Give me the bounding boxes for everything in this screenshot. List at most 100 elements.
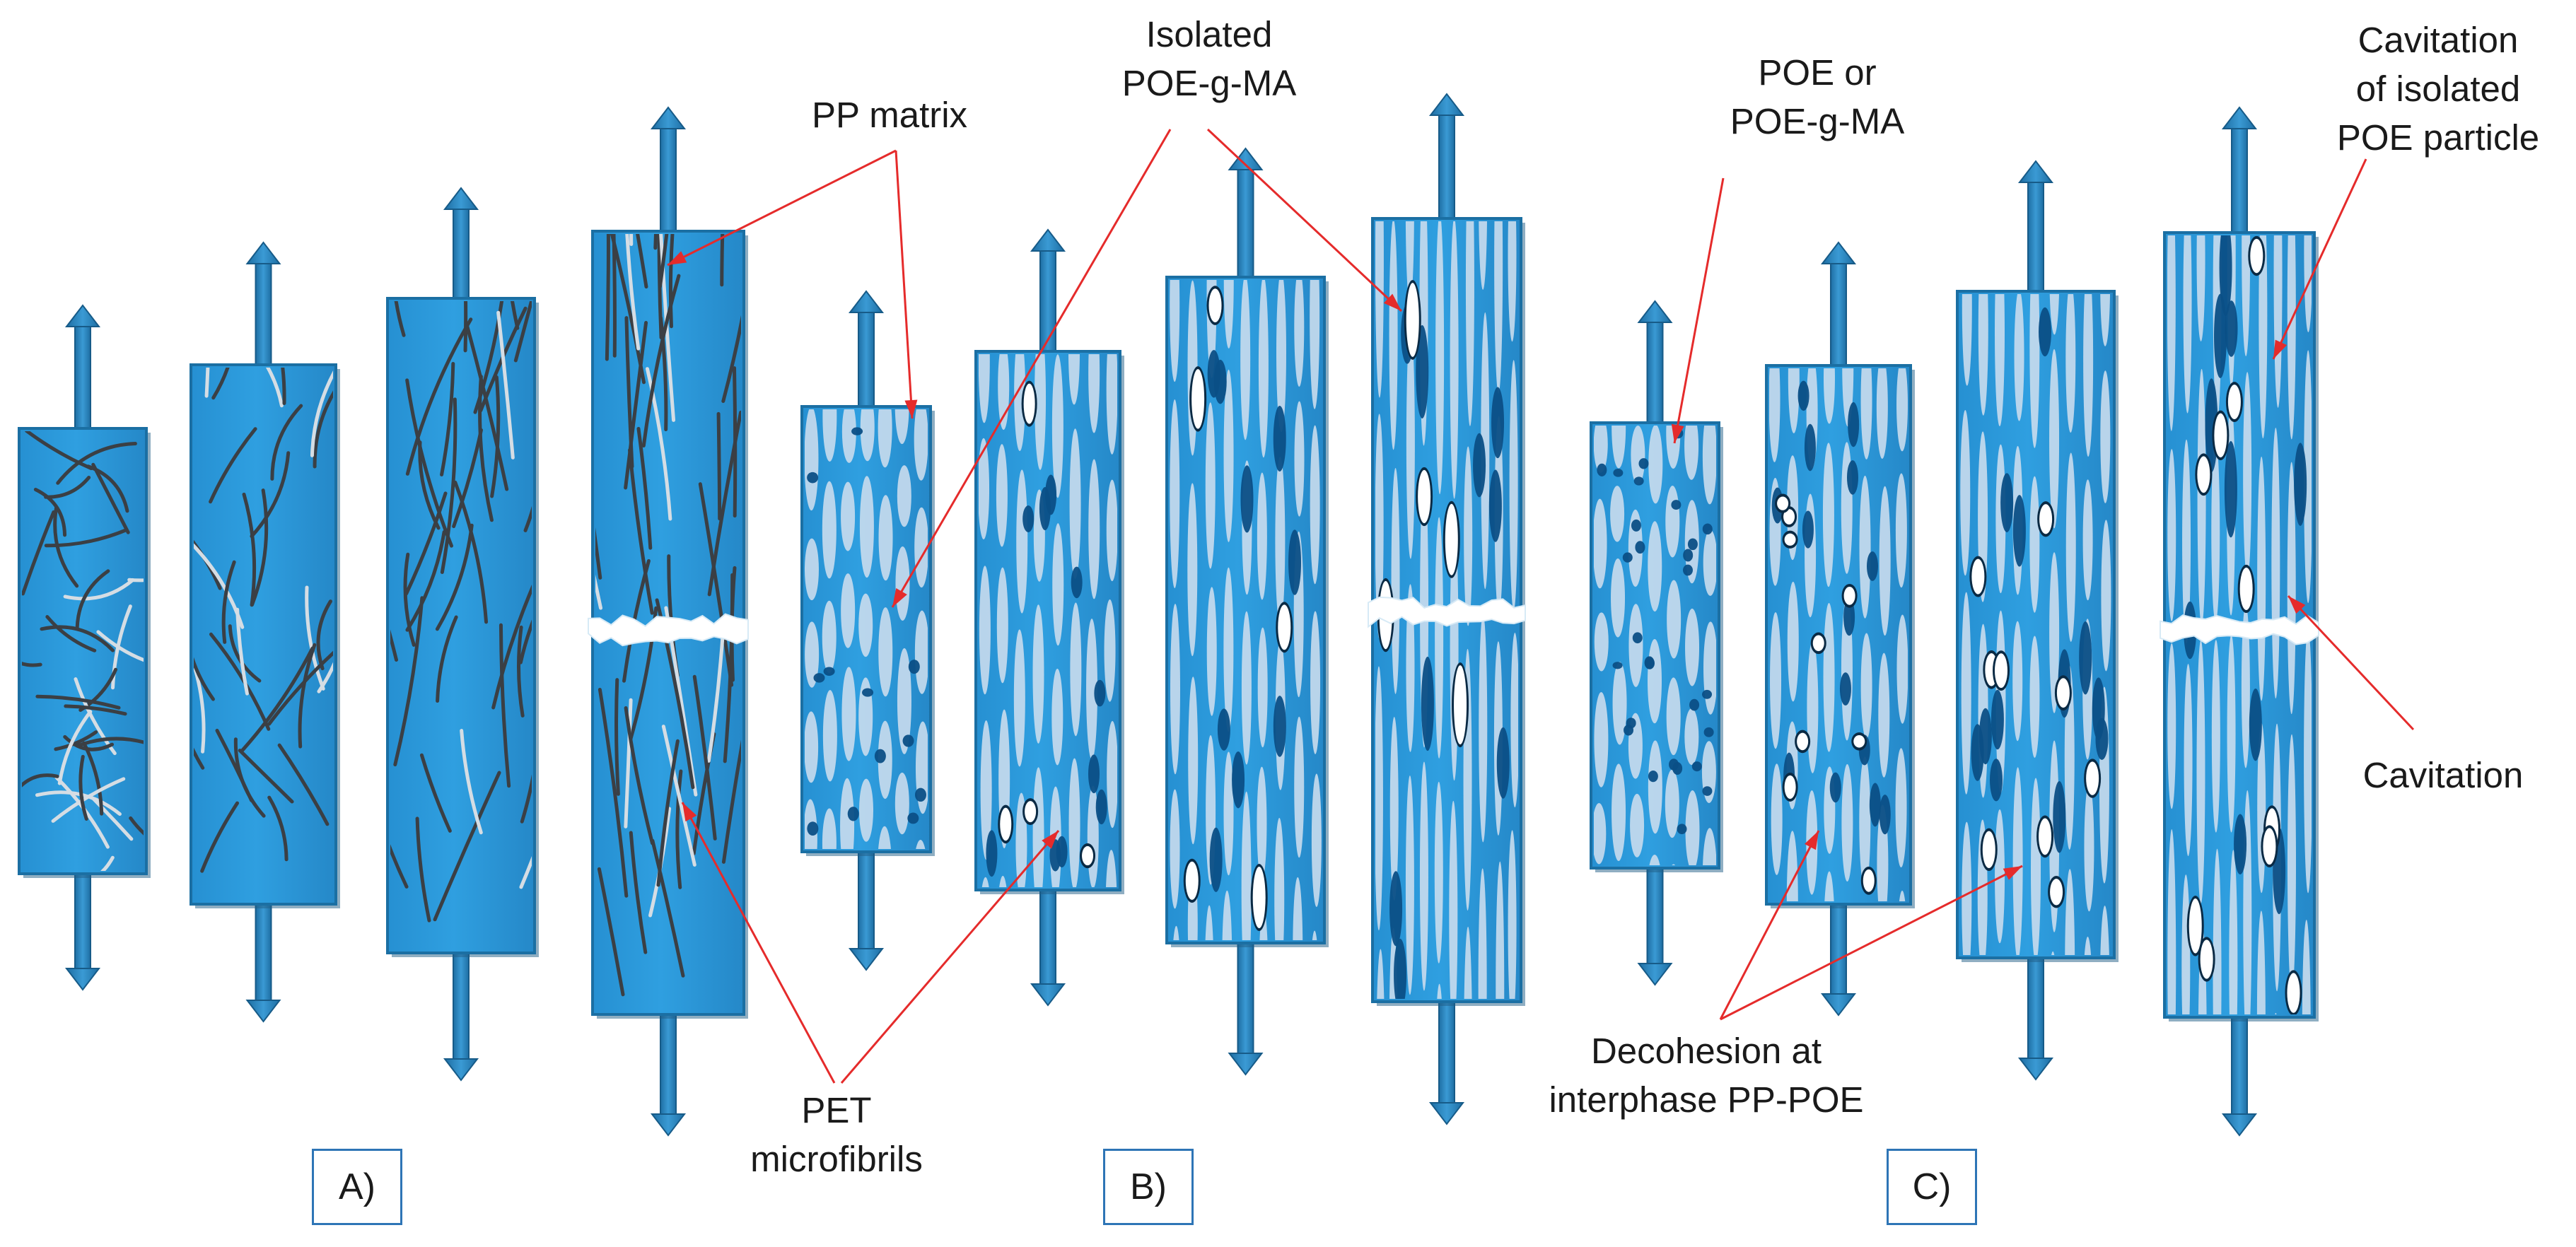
pet-fiber [240, 646, 315, 752]
arrow-shaft [858, 851, 875, 951]
pet-microfibril [1070, 602, 1082, 737]
pet-microfibril [996, 567, 1008, 684]
label-cavitation-text: Cavitation [2362, 755, 2524, 795]
pet-microfibril [1962, 294, 1972, 386]
pet-microfibril [1206, 587, 1217, 716]
arrow-head [2221, 1113, 2258, 1137]
cavity-void [1994, 653, 2007, 689]
pointer-lines [667, 128, 2415, 1084]
pet-fiber [100, 855, 115, 871]
poe-particle [1049, 839, 1061, 872]
pet-fiber [298, 643, 317, 749]
label-line: of isolated [2355, 69, 2521, 109]
pet-microfibril [2167, 235, 2176, 431]
arrow-head [1637, 963, 1673, 986]
tensile-arrow-up [1030, 228, 1066, 352]
pet-fiber [721, 315, 741, 403]
pet-fiber [204, 368, 210, 398]
arrow-head [1637, 300, 1673, 323]
specimen-c3 [1956, 290, 2119, 962]
cavity-void [1406, 283, 1419, 357]
pet-fiber [33, 487, 67, 537]
pet-microfibril [1630, 793, 1645, 857]
pet-microfibril [2049, 294, 2059, 335]
poe-particle [1612, 662, 1623, 669]
tensile-arrow-down [1030, 889, 1066, 1007]
label-cavitation: Cavitation [2363, 751, 2524, 800]
pet-microfibril [878, 409, 892, 468]
pet-microfibril [1649, 855, 1660, 865]
pet-microfibril [841, 481, 856, 551]
label-line: Decohesion at [1590, 1031, 1822, 1071]
pet-microfibril [1481, 312, 1490, 590]
pet-fiber [499, 623, 511, 788]
pet-microfibril [2084, 783, 2094, 912]
poe-particle [2249, 688, 2262, 761]
poe-particle [823, 667, 835, 677]
pet-microfibril [822, 481, 837, 579]
pet-microfibril [805, 538, 819, 601]
pet-microfibril [1960, 409, 1971, 576]
poe-particle [1217, 708, 1230, 751]
poe-particle [1644, 656, 1655, 669]
pet-microfibril [2049, 552, 2060, 713]
pet-microfibril [1106, 354, 1117, 455]
specimen-morphology [390, 301, 532, 923]
cavity-void [1025, 801, 1037, 823]
pet-fiber [661, 725, 697, 867]
pet-microfibril [1823, 603, 1835, 752]
arrow-shaft [2027, 957, 2044, 1060]
pet-microfibril [1896, 614, 1908, 724]
pet-microfibril [1594, 498, 1607, 589]
poe-particle [1648, 771, 1658, 783]
pet-microfibril [822, 409, 837, 462]
pet-microfibril [1594, 612, 1609, 672]
pet-microfibril [1824, 871, 1834, 901]
pet-microfibril [2196, 235, 2205, 341]
pet-microfibril [1895, 473, 1907, 588]
pet-microfibril [1786, 831, 1798, 901]
pet-fiber [478, 375, 494, 522]
poe-particle [1702, 523, 1713, 535]
pet-fiber [92, 797, 134, 841]
cavity-void [2287, 973, 2300, 1013]
pet-fiber [45, 615, 97, 652]
pet-microfibril [2287, 462, 2296, 715]
pet-fiber [394, 301, 406, 337]
pet-microfibril [1051, 668, 1063, 766]
pet-microfibril [1508, 221, 1517, 342]
specimen-c2 [1765, 364, 1915, 908]
cavity-void [1812, 635, 1824, 652]
arrow-head [2017, 160, 2054, 183]
pet-fiber [628, 448, 654, 615]
pet-microfibril [1294, 280, 1305, 387]
pet-fiber [436, 615, 458, 703]
arrow-shaft [1646, 320, 1664, 423]
pointer-line [840, 830, 1060, 1084]
poe-particle [902, 734, 914, 747]
pet-microfibril [2229, 850, 2238, 1014]
pet-microfibril [1665, 769, 1679, 838]
pet-microfibril [2084, 937, 2092, 955]
pet-microfibril [1648, 426, 1663, 504]
arrow-head [1428, 1102, 1465, 1125]
cavity-void [1278, 604, 1291, 650]
poe-particle [1022, 505, 1035, 532]
pointer-line [891, 129, 1172, 608]
pet-fiber [44, 476, 91, 499]
pet-microfibril [1258, 280, 1269, 458]
pet-microfibril [1684, 708, 1699, 766]
cavity-void [2086, 761, 2099, 795]
pet-fiber [22, 773, 59, 788]
poe-particle [1846, 460, 1858, 495]
poe-particle [1288, 529, 1302, 595]
label-line: PET [801, 1090, 872, 1130]
poe-particle [1622, 552, 1633, 563]
poe-particle [1496, 727, 1510, 799]
pet-microfibril [2290, 1013, 2292, 1014]
pet-fiber [56, 442, 137, 485]
arrow-shaft [1039, 249, 1056, 352]
arrow-shaft [2231, 1017, 2248, 1116]
cavity-void [1783, 509, 1795, 525]
pet-fiber [265, 368, 284, 408]
